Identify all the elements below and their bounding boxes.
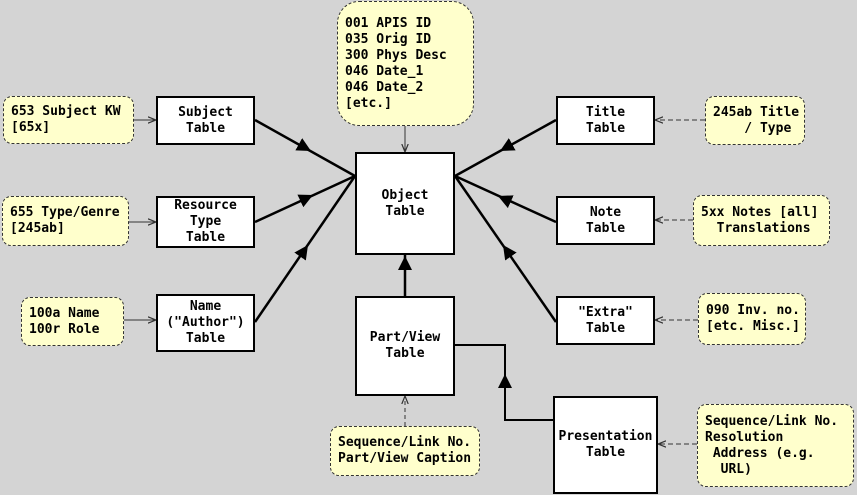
name-table: Name ("Author") Table [156, 294, 255, 352]
resource-type-fields-note: 655 Type/Genre [245ab] [2, 196, 129, 246]
object-table: Object Table [355, 152, 455, 255]
part-view-table: Part/View Table [355, 296, 455, 396]
presentation-table: Presentation Table [553, 396, 658, 494]
title-table: Title Table [556, 96, 655, 145]
name-fields-note: 100a Name 100r Role [21, 297, 124, 346]
presentation-fields-note: Sequence/Link No. Resolution Address (e.… [697, 404, 854, 487]
title-fields-note: 245ab Title / Type [705, 96, 805, 145]
note-table: Note Table [556, 196, 655, 245]
presentation-to-partview-line [455, 344, 553, 421]
resource-type-table: Resource Type Table [156, 196, 255, 248]
part-view-fields-note: Sequence/Link No. Part/View Caption [330, 426, 480, 476]
extra-table: "Extra" Table [556, 296, 655, 345]
extra-fields-note: 090 Inv. no. [etc. Misc.] [698, 293, 806, 345]
subject-to-object-line [254, 118, 356, 178]
object-to-title-line [454, 118, 557, 178]
object-fields-note: 001 APIS ID 035 Orig ID 300 Phys Desc 04… [337, 1, 474, 126]
subject-table: Subject Table [156, 96, 255, 145]
note-fields-note: 5xx Notes [all] Translations [693, 195, 830, 246]
subject-fields-note: 653 Subject KW [65x] [3, 96, 134, 144]
